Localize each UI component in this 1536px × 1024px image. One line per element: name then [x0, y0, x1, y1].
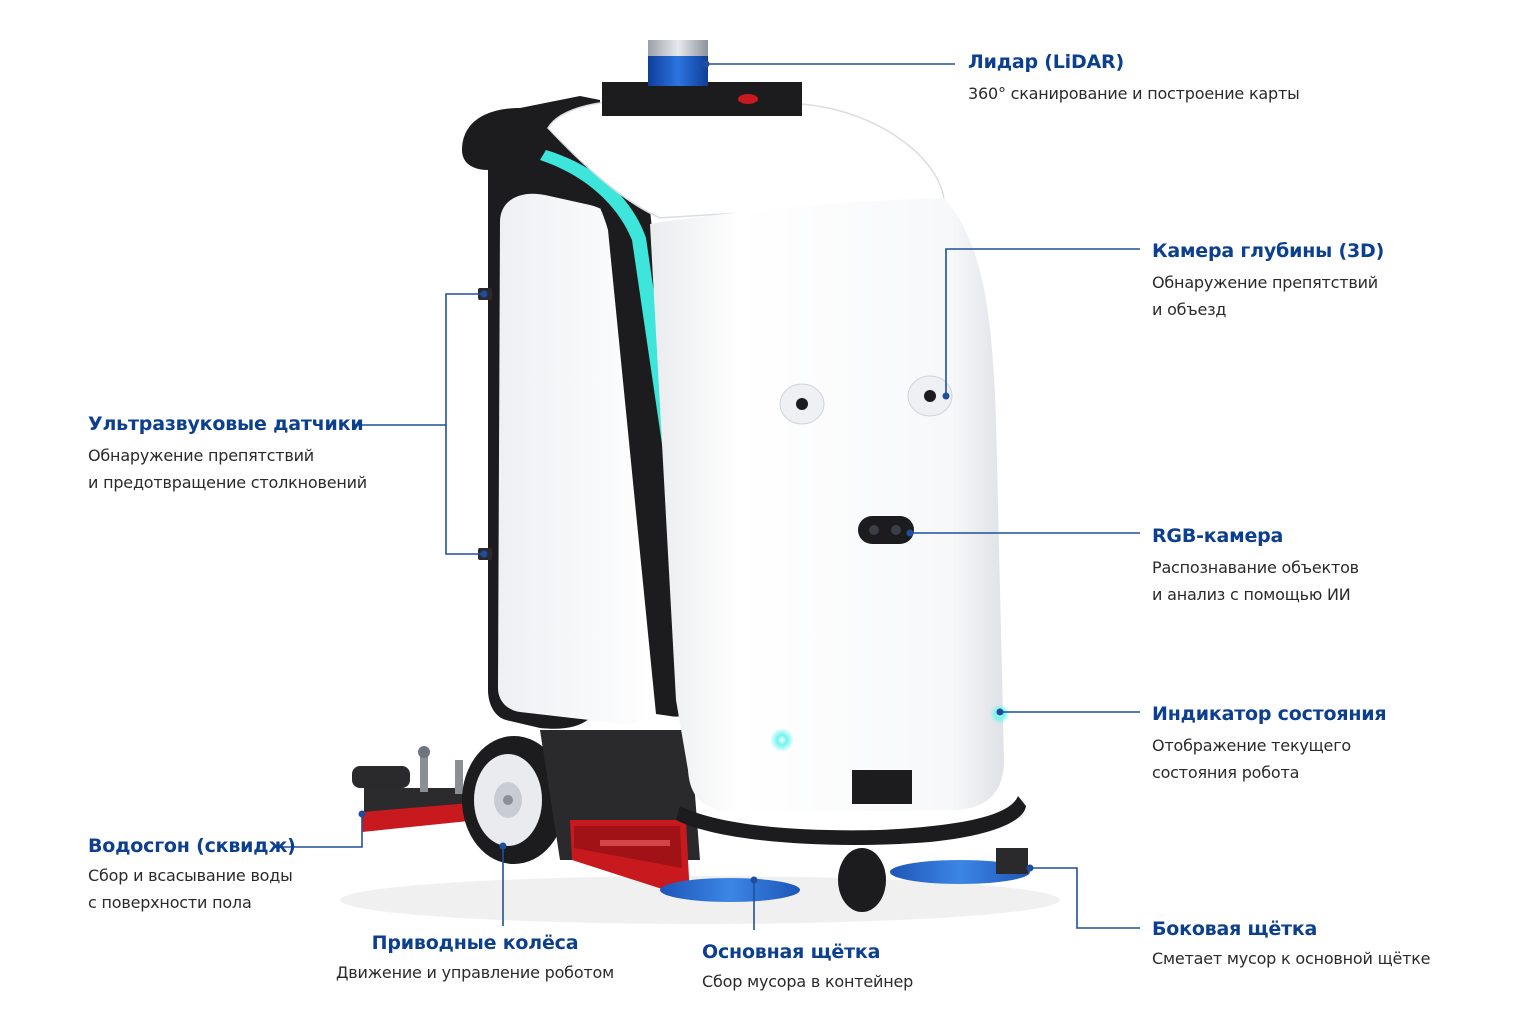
callout-squeegee: Водосгон (сквидж) Сбор и всасывание воды…: [88, 834, 296, 916]
side-brush: [890, 848, 1030, 884]
callout-ultrasonic: Ультразвуковые датчики Обнаружение препя…: [88, 412, 367, 496]
callout-desc-line-2: и предотвращение столкновений: [88, 473, 367, 492]
callout-desc: Сбор мусора в контейнер: [702, 972, 914, 991]
callout-title: Водосгон (сквидж): [88, 835, 296, 857]
callout-title: Основная щётка: [702, 941, 881, 963]
callout-desc-line-1: Сбор и всасывание воды: [88, 866, 293, 885]
leader-squeegee: [278, 814, 363, 848]
callout-lidar: Лидар (LiDAR) 360° сканирование и постро…: [968, 50, 1300, 107]
callout-depth-camera: Камера глубины (3D) Обнаружение препятст…: [1152, 239, 1384, 323]
bumper: [676, 796, 1026, 846]
rgb-camera-module: [858, 516, 914, 544]
leader-ultrasonic-bracket: [445, 293, 484, 555]
front-body: [650, 198, 1004, 812]
callout-desc: 360° сканирование и построение карты: [968, 84, 1300, 103]
callout-rgb-camera: RGB-камера Распознавание объектов и анал…: [1152, 524, 1359, 608]
leader-depth-camera: [945, 248, 1140, 396]
callout-title: Лидар (LiDAR): [968, 51, 1124, 73]
callout-desc-line-1: Обнаружение препятствий: [1152, 273, 1379, 292]
leader-lines: [278, 63, 1140, 930]
callout-title: RGB-камера: [1152, 525, 1284, 547]
leader-side-brush: [1030, 867, 1140, 929]
callout-title: Приводные колёса: [371, 932, 579, 954]
main-brush-deck: [570, 820, 800, 902]
callout-title: Боковая щётка: [1152, 918, 1318, 940]
callout-main-brush: Основная щётка Сбор мусора в контейнер: [702, 940, 913, 995]
callout-title: Ультразвуковые датчики: [88, 413, 364, 435]
callout-desc: Сметает мусор к основной щётке: [1152, 949, 1431, 968]
status-led-front: [770, 728, 794, 752]
leader-dots: [358, 60, 1034, 884]
callout-desc-line-1: Обнаружение препятствий: [88, 446, 315, 465]
callout-desc-line-2: и анализ с помощью ИИ: [1152, 585, 1351, 604]
callout-title: Камера глубины (3D): [1152, 240, 1385, 262]
caster-wheel: [838, 848, 886, 912]
callout-desc-line-2: с поверхности пола: [88, 893, 252, 912]
front-slot: [852, 770, 912, 804]
callout-title: Индикатор состояния: [1152, 703, 1387, 725]
robot-illustration: [340, 40, 1060, 924]
callout-desc-line-2: и объезд: [1152, 300, 1227, 319]
pillar: [520, 108, 701, 717]
callout-status-indicator: Индикатор состояния Отображение текущего…: [1152, 702, 1387, 786]
callout-desc-line-2: состояния робота: [1152, 763, 1300, 782]
callout-side-brush: Боковая щётка Сметает мусор к основной щ…: [1152, 917, 1431, 972]
callout-desc: Движение и управление роботом: [335, 963, 615, 982]
drive-wheel: [462, 736, 566, 864]
lidar-tower: [602, 40, 802, 116]
callout-desc-line-1: Распознавание объектов: [1152, 558, 1359, 577]
callout-drive-wheels: Приводные колёса Движение и управление р…: [330, 931, 620, 986]
callout-desc-line-1: Отображение текущего: [1152, 736, 1351, 755]
